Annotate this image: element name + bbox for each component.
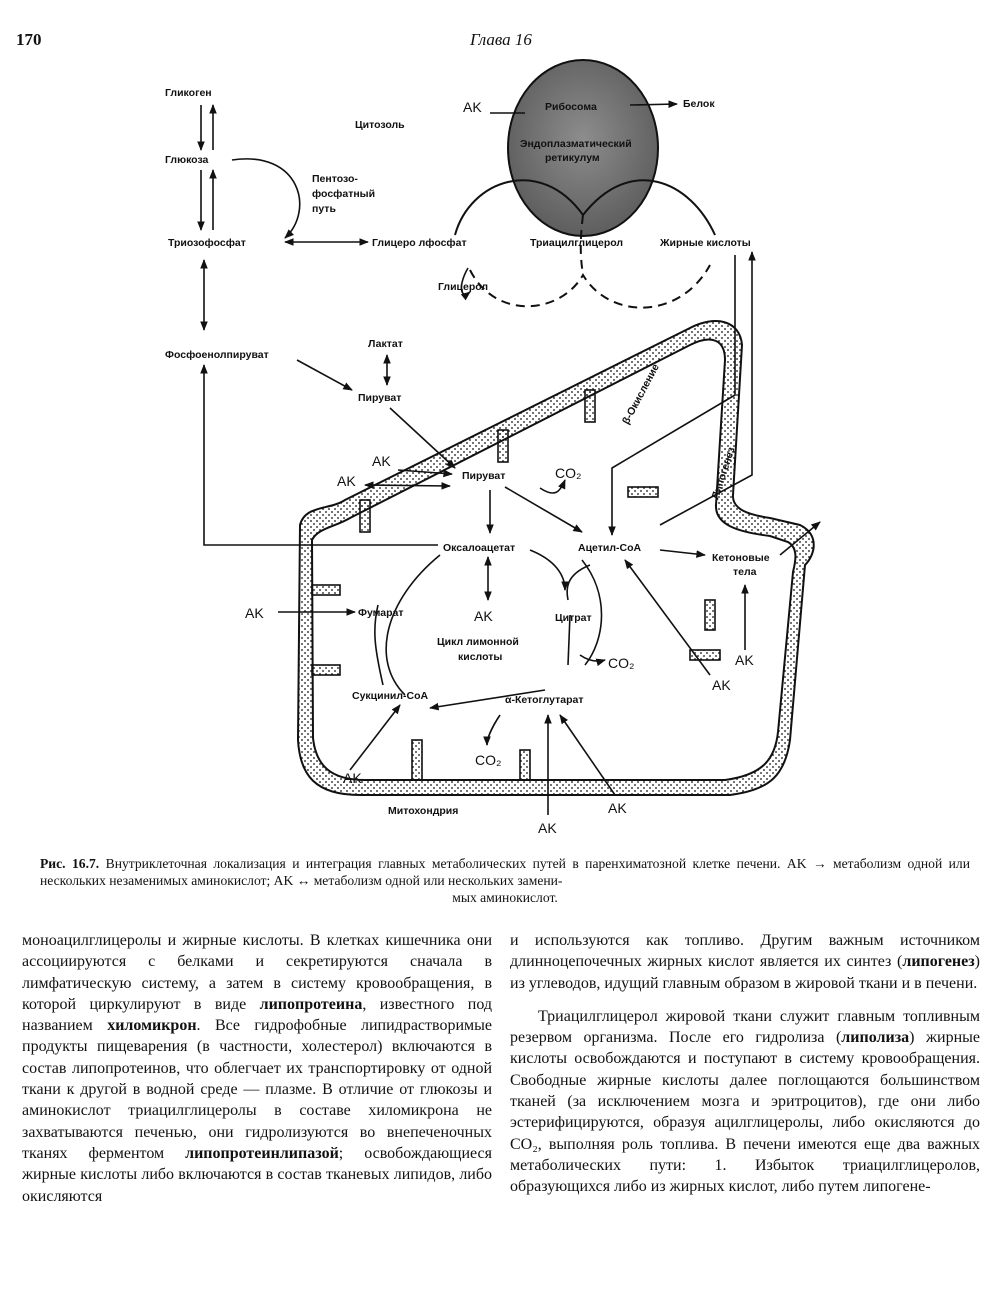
label-pep: Фосфоенолпируват [165, 349, 269, 361]
label-pentose-1: Пентозо- [312, 173, 358, 185]
caption-label: Рис. 16.7. [40, 856, 100, 871]
text-run: и используются как топливо. Другим важны… [510, 932, 980, 971]
label-ak: AK [735, 652, 754, 668]
label-triacylglycerol: Триацилглицерол [530, 237, 623, 249]
label-glycerol: Глицерол [438, 281, 488, 293]
text-run: ; освобождающиеся жирные кислоты либо вк… [22, 1144, 492, 1205]
label-ak: AK [245, 605, 264, 621]
right-paragraph-1: и используются как топливо. Другим важны… [510, 930, 980, 994]
label-lactate: Лактат [368, 338, 403, 350]
term-chylomicron: хиломикрон [107, 1017, 197, 1035]
label-ak: AK [463, 99, 482, 115]
term-lipolysis: липолиза [841, 1029, 910, 1047]
text-run: ) из углеводов, идущий главным образом в… [510, 953, 980, 992]
label-ketone-2: тела [733, 566, 757, 578]
label-ak: AK [608, 800, 627, 816]
chapter-title: Глава 16 [470, 30, 532, 49]
label-triosephosphate: Триозофосфат [168, 237, 246, 249]
metabolic-pathways-diagram: Гликоген Глюкоза Цитозоль Пентозо- фосфа… [165, 59, 821, 836]
label-ketone-1: Кетоновые [712, 552, 770, 564]
label-er-1: Эндоплазматический [520, 138, 632, 150]
label-ak: AK [712, 677, 731, 693]
label-ak: AK [538, 820, 557, 836]
label-citrate: Цитрат [555, 612, 592, 624]
label-er-2: ретикулум [545, 152, 600, 164]
label-ak: AK [343, 770, 362, 786]
label-pentose-3: путь [312, 203, 336, 215]
pathway-arrows [197, 100, 821, 815]
label-tca-2: кислоты [458, 651, 502, 663]
term-lipoprotein: липопротеина [259, 995, 363, 1013]
label-oxaloacetate: Оксалоацетат [443, 542, 515, 554]
label-ak: AK [474, 608, 493, 624]
label-ak: AK [372, 453, 391, 469]
term-lipoprotein-lipase: липопротеинлипазой [185, 1144, 339, 1162]
text-run: Триацилглицерол жировой ткани служит гла… [510, 1007, 980, 1047]
label-glycogen: Гликоген [165, 87, 212, 99]
label-co2-1: CO₂ [555, 465, 581, 481]
label-ribosome: Рибосома [545, 101, 597, 113]
figure-caption: Рис. 16.7. Внутриклеточная локализация и… [40, 855, 970, 906]
text-run: , известного под названием [22, 995, 493, 1035]
mitochondrion-membrane [296, 320, 815, 796]
left-column-text: моноацилглицеролы и жирные кислоты. В кл… [22, 930, 492, 1207]
label-glycerophosphate: Глицеро лфосфат [372, 237, 467, 249]
label-pentose-2: фосфатный [312, 188, 375, 200]
label-co2-3: CO₂ [475, 752, 501, 768]
label-acetyl-coa: Ацетил-CoA [578, 542, 641, 554]
endoplasmic-reticulum-sphere [507, 59, 659, 237]
label-succinyl-coa: Сукцинил-CoA [352, 690, 429, 702]
label-pyruvate-mito: Пируват [462, 470, 505, 482]
label-tca-1: Цикл лимонной [437, 636, 519, 648]
text-run: . Все гидрофобные липидрастворимые проду… [22, 1017, 492, 1162]
label-alpha-ketoglutarate: α-Кетоглутарат [505, 694, 583, 706]
label-mitochondrion: Митохондрия [388, 805, 458, 817]
label-ak: AK [337, 473, 356, 489]
label-fatty-acids: Жирные кислоты [659, 237, 751, 249]
label-cytosol: Цитозоль [355, 119, 405, 131]
page-number: 170 [16, 30, 42, 49]
text-run: ) жирные кислоты освобождаются и поступа… [510, 1029, 980, 1196]
left-paragraph: моноацилглицеролы и жирные кислоты. В кл… [22, 930, 492, 1207]
label-glucose: Глюкоза [165, 154, 209, 166]
label-fumarate: Фумарат [358, 607, 404, 619]
right-paragraph-2: Триацилглицерол жировой ткани служит гла… [510, 1006, 980, 1198]
text-run: моноацилглицеролы и жирные кислоты. В кл… [22, 932, 492, 1013]
label-pyruvate-cytosol: Пируват [358, 392, 401, 404]
right-column-text: и используются как топливо. Другим важны… [510, 930, 980, 1198]
term-lipogenesis: липогенез [902, 953, 975, 971]
label-protein: Белок [683, 98, 715, 110]
label-co2-2: CO₂ [608, 655, 634, 671]
caption-line-2: AK → метаболизм одной или нескольких нез… [40, 856, 970, 888]
caption-line-3: мых аминокислот. [452, 890, 558, 905]
caption-line-1: Внутриклеточная локализация и интеграция… [105, 856, 781, 871]
